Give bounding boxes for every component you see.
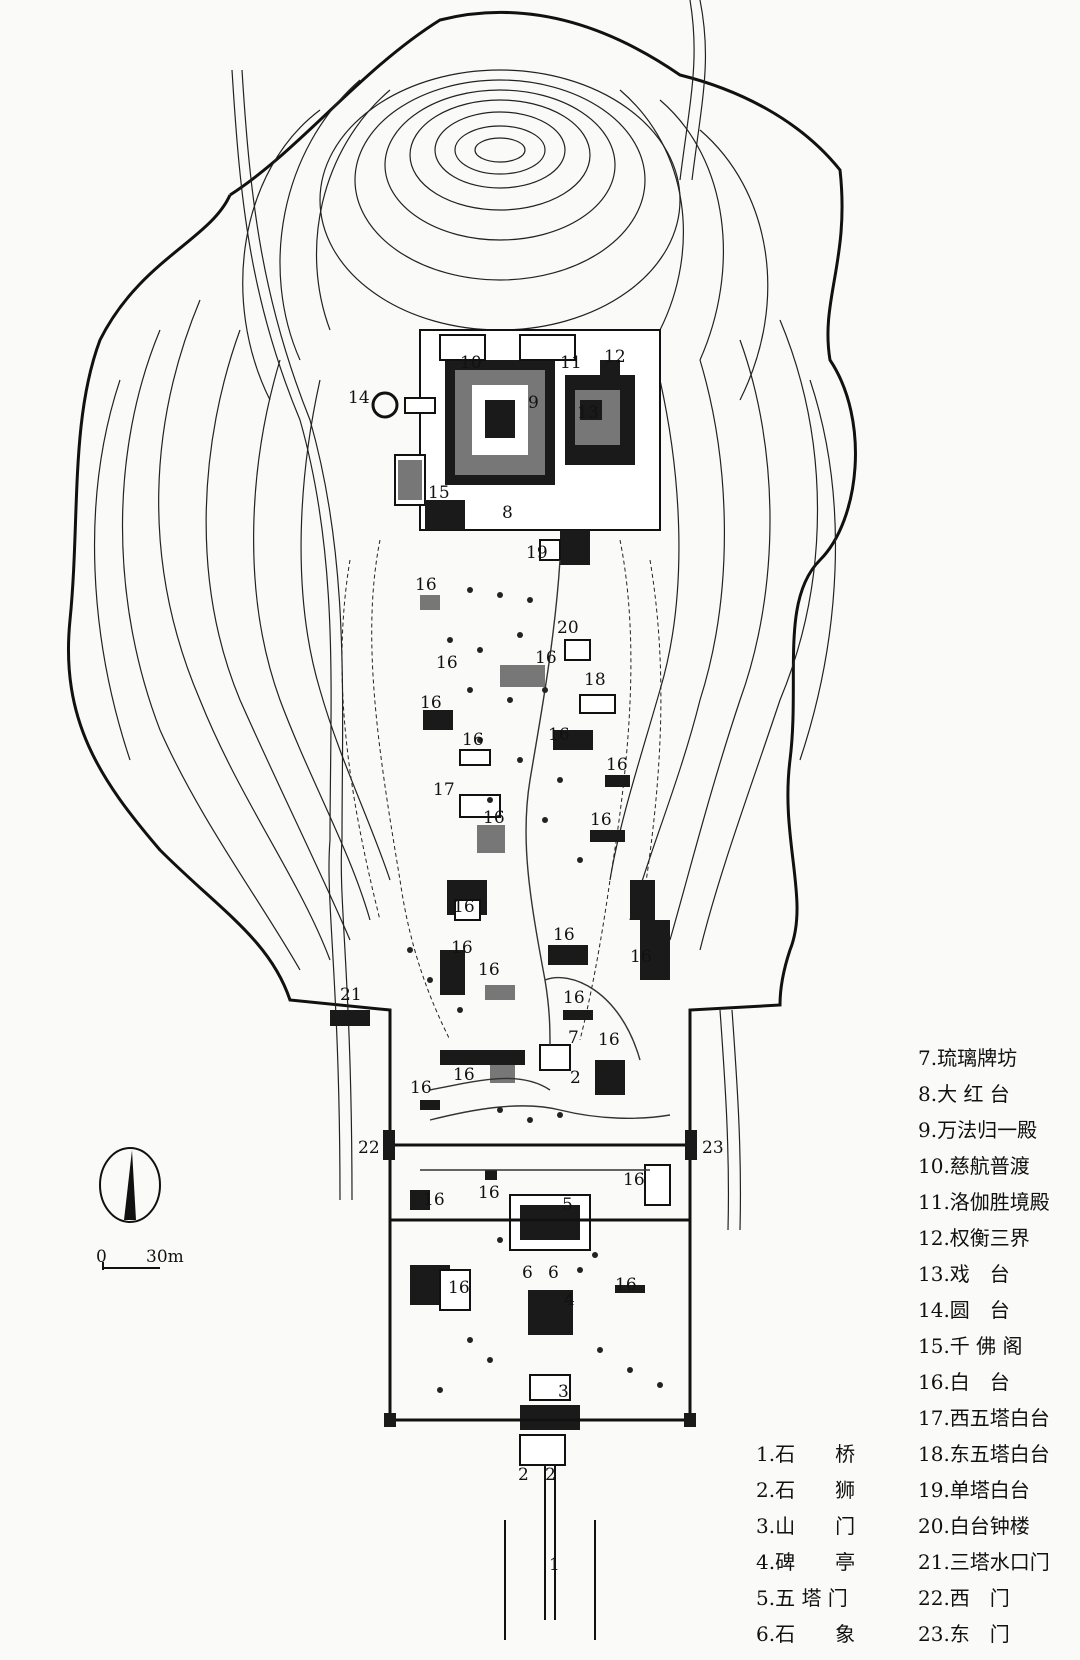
map-label-16j: 16 [453, 897, 475, 917]
map-label-16g: 16 [606, 755, 628, 775]
map-label-16h: 16 [483, 808, 505, 828]
map-label-16d: 16 [535, 648, 557, 668]
map-label-16b: 16 [436, 653, 458, 673]
legend-item: 4.碑 亭 [756, 1550, 856, 1574]
map-label-8: 8 [502, 503, 513, 523]
legend-item: 8.大 红 台 [918, 1082, 1010, 1106]
legend-item: 23.东 门 [918, 1622, 1010, 1646]
legend-item: 12.权衡三界 [918, 1226, 1030, 1250]
site-boundary [229, 10, 857, 1420]
enclosure-walls [330, 1010, 697, 1427]
map-label-18: 18 [584, 670, 606, 690]
legend-item: 17.西五塔白台 [918, 1406, 1050, 1430]
legend-item: 3.山 门 [756, 1514, 856, 1538]
map-label-16m: 16 [630, 947, 652, 967]
scale-bar: 0 30m [96, 1247, 184, 1270]
map-label-16o: 16 [563, 988, 585, 1008]
map-label-16u: 16 [478, 1183, 500, 1203]
map-label-15: 15 [428, 483, 450, 503]
map-label-16w: 16 [448, 1278, 470, 1298]
map-label-13: 13 [577, 403, 599, 423]
map-label-3: 3 [558, 1382, 569, 1402]
red-terrace-complex [371, 329, 661, 565]
legend-item: 13.戏 台 [918, 1262, 1010, 1286]
legend-item: 16.白 台 [918, 1370, 1010, 1394]
map-label-12: 12 [604, 347, 626, 367]
map-label-16p: 16 [598, 1030, 620, 1050]
map-label-16n: 16 [478, 960, 500, 980]
legend-item: 6.石 象 [756, 1622, 856, 1646]
map-label-16f: 16 [548, 725, 570, 745]
map-label-5: 5 [562, 1195, 573, 1215]
scale-bar-end: 30m [146, 1247, 184, 1267]
legend-item: 21.三塔水口门 [918, 1550, 1050, 1574]
central-axis [504, 1044, 596, 1640]
map-label-16r: 16 [410, 1078, 432, 1098]
legend-item: 1.石 桥 [756, 1442, 856, 1466]
white-terraces [410, 539, 671, 1311]
map-label-6b: 6 [548, 1263, 559, 1283]
map-label-2b: 2 [545, 1465, 556, 1485]
legend-item: 14.圆 台 [918, 1298, 1010, 1322]
legend-item: 22.西 门 [918, 1586, 1010, 1610]
paths [429, 559, 671, 1121]
map-label-14: 14 [348, 388, 370, 408]
map-label-16t: 16 [423, 1190, 445, 1210]
map-label-4: 4 [564, 1290, 575, 1310]
map-label-17: 17 [433, 780, 455, 800]
map-label-2: 2 [518, 1465, 529, 1485]
map-label-20: 20 [557, 618, 579, 638]
map-label-7: 7 [568, 1028, 579, 1048]
legend-item: 19.单塔白台 [918, 1478, 1030, 1502]
tree-icon [407, 587, 663, 1393]
map-label-10: 10 [460, 353, 482, 373]
map-label-9: 9 [528, 393, 539, 413]
legend-item: 2.石 狮 [756, 1478, 856, 1502]
map-label-21: 21 [340, 985, 362, 1005]
map-label-16i: 16 [590, 810, 612, 830]
site-boundary-west [66, 194, 392, 1420]
map-label-16: 16 [415, 575, 437, 595]
map-label-23: 23 [702, 1138, 724, 1158]
map-label-22: 22 [358, 1138, 380, 1158]
map-label-11: 11 [560, 353, 582, 373]
map-label-16v: 16 [615, 1275, 637, 1295]
legend-item: 11.洛伽胜境殿 [918, 1190, 1050, 1214]
map-label-16e: 16 [462, 730, 484, 750]
north-arrow-icon [99, 1147, 161, 1223]
map-label-16s: 16 [623, 1170, 645, 1190]
map-label-2c: 2 [570, 1068, 581, 1088]
legend-left: 1.石 桥 2.石 狮 3.山 门 4.碑 亭 5.五 塔 门 6.石 象 [756, 1436, 855, 1652]
legend-item: 5.五 塔 门 [756, 1586, 848, 1610]
legend-right: 7.琉璃牌坊 8.大 红 台 9.万法归一殿 10.慈航普渡 11.洛伽胜境殿 12.权衡… [918, 1040, 1050, 1652]
streams [231, 0, 742, 1231]
map-number-labels: 1 2 2 2 3 4 5 6 6 7 8 9 10 11 12 13 14 1… [340, 347, 724, 1575]
legend-item: 15.千 佛 阁 [918, 1334, 1023, 1358]
scale-bar-start: 0 [96, 1247, 107, 1267]
map-label-6: 6 [522, 1263, 533, 1283]
map-label-16q: 16 [453, 1065, 475, 1085]
legend-item: 10.慈航普渡 [918, 1154, 1030, 1178]
legend-item: 18.东五塔白台 [918, 1442, 1050, 1466]
legend-item: 7.琉璃牌坊 [918, 1046, 1018, 1070]
map-label-16l: 16 [451, 938, 473, 958]
map-label-1: 1 [549, 1555, 560, 1575]
legend-item: 20.白台钟楼 [918, 1514, 1030, 1538]
map-label-19: 19 [526, 543, 548, 563]
map-label-16k: 16 [553, 925, 575, 945]
legend-item: 9.万法归一殿 [918, 1118, 1038, 1142]
map-label-16c: 16 [420, 693, 442, 713]
